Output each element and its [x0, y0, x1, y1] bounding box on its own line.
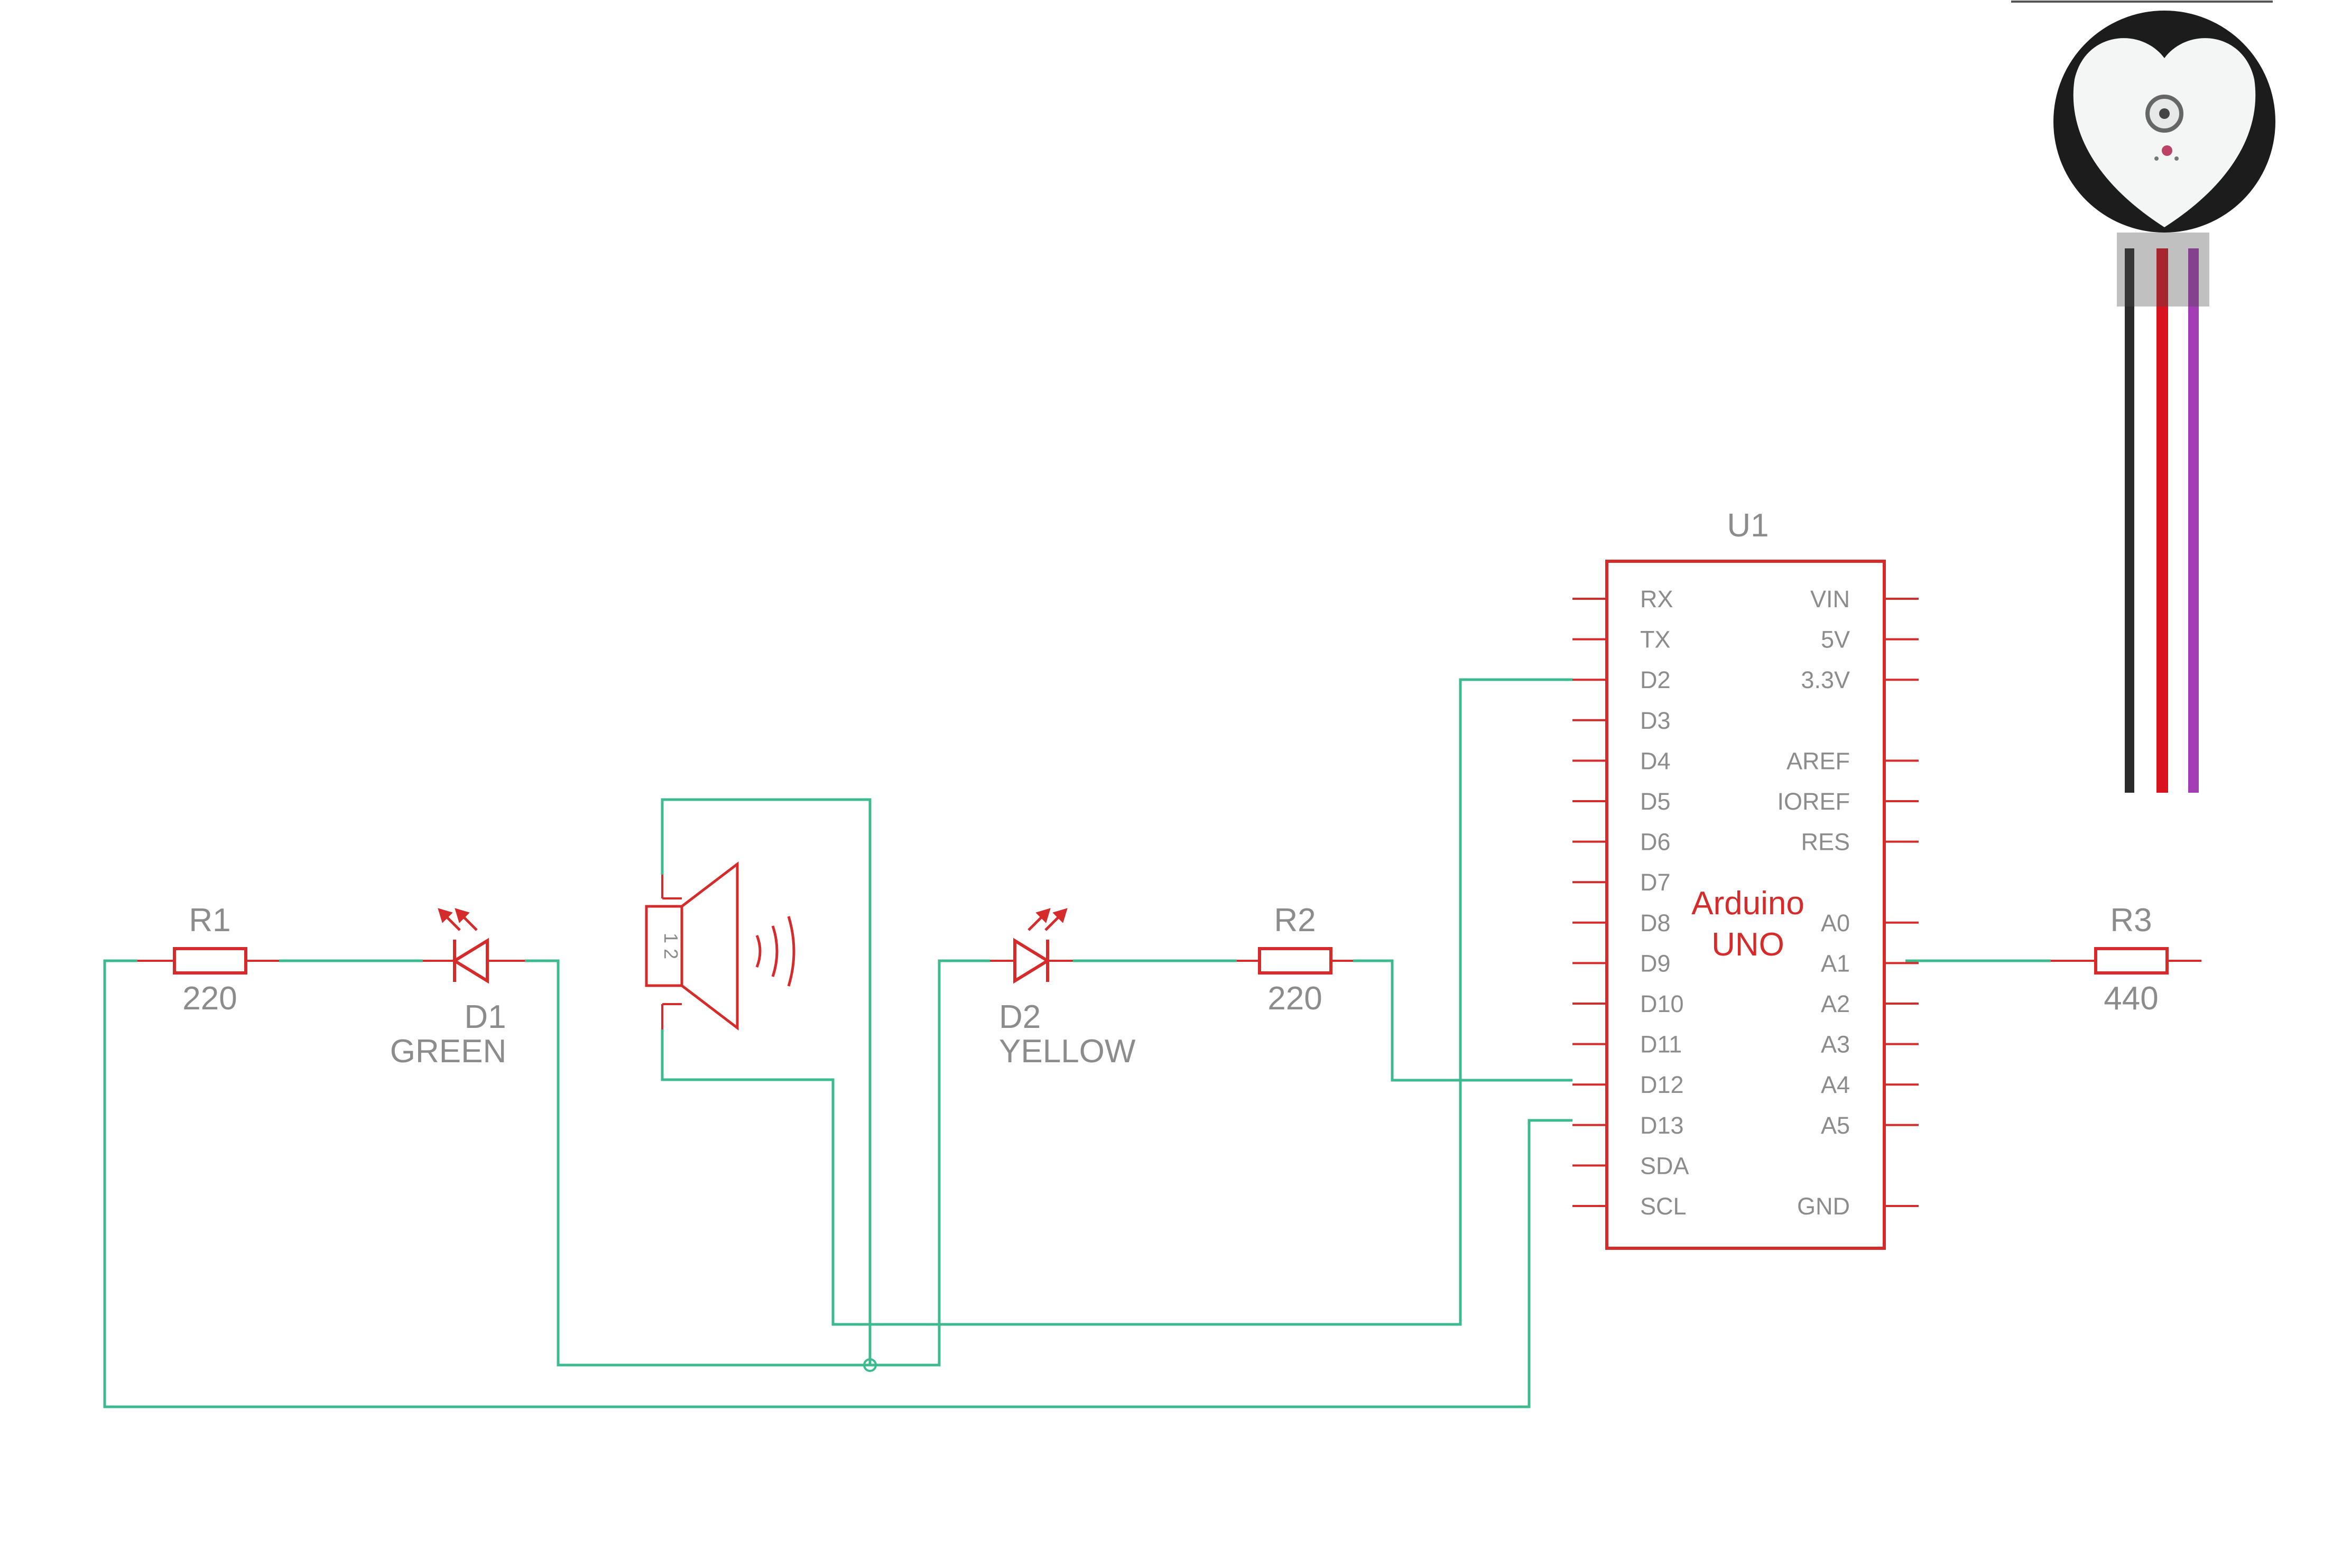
speaker-pin-labels: 1 2 — [660, 933, 682, 959]
pin-label-d6: D6 — [1640, 829, 1671, 856]
pin-label-d3: D3 — [1640, 707, 1671, 734]
sound-waves-icon — [755, 916, 795, 987]
r2-ref: R2 — [1274, 902, 1316, 939]
pin-label-d2: D2 — [1640, 666, 1671, 693]
r2-value: 220 — [1267, 980, 1322, 1017]
r3-ref: R3 — [2110, 902, 2152, 939]
pin-label-tx: TX — [1640, 626, 1671, 653]
pin-label-scl: SCL — [1640, 1193, 1687, 1220]
pin-label-a4: A4 — [1821, 1071, 1850, 1098]
sensor-heart-icon — [2073, 38, 2256, 227]
arduino-body — [1605, 560, 1886, 1250]
pin-label-33v: 3.3V — [1801, 666, 1850, 693]
junction-dot — [863, 1358, 877, 1372]
wire-speaker-top — [661, 798, 872, 1365]
d2-light-arrows-icon — [1027, 908, 1068, 931]
pin-label-aref: AREF — [1786, 747, 1850, 774]
pin-label-d9: D9 — [1640, 950, 1671, 977]
pin-label-res: RES — [1801, 829, 1850, 856]
wire-speaker-to-arduino-d2 — [661, 678, 1572, 1326]
pin-label-a1: A1 — [1821, 950, 1850, 977]
wires — [103, 678, 2051, 1408]
resistor-r2: R2 220 — [1237, 902, 1353, 1017]
speaker: 1 2 — [645, 861, 795, 1031]
d1-ref: D1 — [464, 999, 506, 1035]
resistor-r3: R3 440 — [2051, 902, 2201, 1017]
pin-label-rx: RX — [1640, 586, 1673, 613]
pin-label-a5: A5 — [1821, 1112, 1850, 1139]
r1-ref: R1 — [189, 902, 230, 939]
d1-diode-body — [451, 938, 489, 984]
pin-label-d13: D13 — [1640, 1112, 1684, 1139]
pin-label-sda: SDA — [1640, 1152, 1689, 1179]
d1-light-arrows-icon — [438, 908, 478, 931]
pulse-sensor-photo — [2011, 1, 2275, 793]
wire-d1-to-d2 — [525, 959, 990, 1367]
pin-label-a2: A2 — [1821, 990, 1850, 1017]
resistor-r1: R1 220 — [137, 902, 279, 1017]
d2-ref: D2 — [999, 999, 1041, 1035]
pin-label-gnd: GND — [1797, 1193, 1850, 1220]
arduino-name: Arduino — [1691, 885, 1804, 922]
pin-label-vin: VIN — [1810, 586, 1850, 613]
pin-label-d7: D7 — [1640, 869, 1671, 896]
pin-label-d10: D10 — [1640, 990, 1684, 1017]
pin-label-a3: A3 — [1821, 1031, 1850, 1058]
pin-label-d5: D5 — [1640, 788, 1671, 815]
r1-value: 220 — [182, 980, 237, 1017]
wire-r1-to-d13 — [103, 959, 1572, 1408]
pin-label-ioref: IOREF — [1777, 788, 1850, 815]
u1-ref: U1 — [1727, 507, 1769, 544]
pin-label-5v: 5V — [1821, 626, 1850, 653]
arduino-uno-u1: U1 Arduino UNO RX TX D2D3D4D5D6D7D8D9D10D1… — [1572, 507, 1919, 1250]
led-d2: D2 YELLOW — [990, 908, 1136, 1070]
arduino-model: UNO — [1711, 926, 1784, 963]
speaker-cone — [680, 861, 739, 1031]
pin-label-d8: D8 — [1640, 910, 1671, 936]
pin-label-d11: D11 — [1640, 1031, 1682, 1058]
led-d1: D1 GREEN — [390, 908, 525, 1070]
d2-value: YELLOW — [999, 1033, 1136, 1070]
d1-value: GREEN — [390, 1033, 506, 1070]
r3-value: 440 — [2104, 980, 2158, 1017]
wire-r2-to-d12 — [1353, 959, 1572, 1082]
pin-label-a0: A0 — [1821, 910, 1850, 936]
pin-label-d12: D12 — [1640, 1071, 1684, 1098]
pin-label-d4: D4 — [1640, 747, 1671, 774]
d2-diode-body — [1013, 938, 1051, 984]
